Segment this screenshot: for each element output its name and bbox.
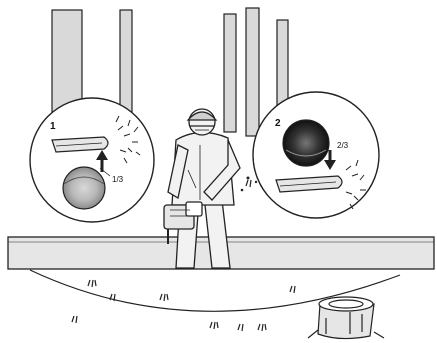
right-inset-number: 2 (275, 118, 281, 129)
right-inset-fraction-label: 2/3 (337, 141, 349, 150)
left-inset-number: 1 (50, 121, 56, 132)
right-inset-circle: 2 2/3 (253, 92, 379, 218)
tree-stump (308, 297, 384, 339)
right-inset-cut-section (283, 120, 329, 166)
left-inset-fraction-label: 1/3 (112, 175, 124, 184)
left-inset-circle: 1 1/3 (30, 98, 154, 222)
left-inset-cut-section (63, 167, 105, 209)
